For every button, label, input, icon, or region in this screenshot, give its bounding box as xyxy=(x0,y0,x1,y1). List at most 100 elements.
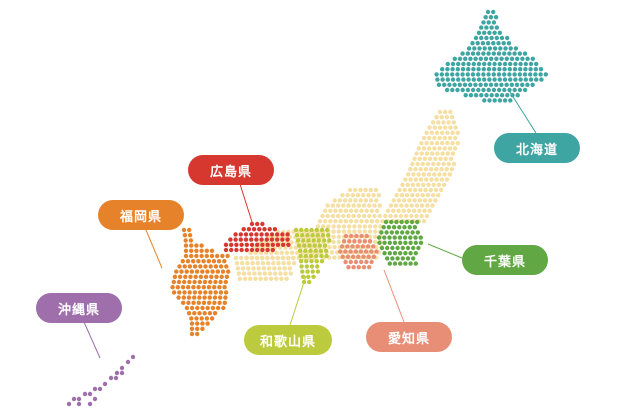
tohoku-dot xyxy=(448,125,453,130)
shikoku-dot xyxy=(261,266,267,271)
tohoku-dot xyxy=(425,193,431,198)
shikoku-dot xyxy=(283,271,288,276)
hokkaido-dot xyxy=(499,82,504,88)
fukuoka-dot xyxy=(199,253,204,259)
hokkaido-dot xyxy=(476,61,482,67)
hokkaido-dot xyxy=(470,72,476,77)
fukuoka-dot xyxy=(205,305,210,311)
hokkaido-dot xyxy=(509,82,514,88)
hokkaido-dot xyxy=(530,82,535,88)
fukuoka-dot xyxy=(213,264,219,269)
chubu-dot xyxy=(357,224,362,229)
label-wakayama[interactable]: 和歌山県 xyxy=(244,325,332,355)
shikoku-dot xyxy=(237,276,242,281)
hokkaido-dot xyxy=(439,72,444,77)
tohoku-dot xyxy=(427,208,432,213)
okinawa-dot xyxy=(125,359,131,365)
tohoku-dot xyxy=(424,151,430,156)
fukuoka-dot xyxy=(188,238,194,243)
hokkaido-dot xyxy=(450,77,456,82)
fukuoka-dot xyxy=(194,316,199,321)
label-chiba[interactable]: 千葉県 xyxy=(462,245,548,275)
hiroshima-dot xyxy=(254,237,259,242)
hiroshima-dot xyxy=(259,232,264,237)
hokkaido-dot xyxy=(502,51,507,56)
fukuoka-dot xyxy=(205,269,210,274)
tohoku-dot xyxy=(427,156,433,161)
hiroshima-dot xyxy=(269,232,275,237)
hiroshima-dot xyxy=(249,221,255,227)
wakayama-dot xyxy=(295,238,301,243)
fukuoka-dot xyxy=(183,243,189,248)
chubu-dot xyxy=(364,208,369,213)
wakayama-dot xyxy=(309,259,314,264)
aichi-dot xyxy=(359,259,364,265)
fukuoka-dot xyxy=(217,285,222,290)
aichi-dot xyxy=(356,265,361,270)
kinki-dot xyxy=(284,250,290,255)
leader-line-hiroshima xyxy=(239,183,253,223)
okinawa-dot xyxy=(76,401,82,407)
chubu-dot xyxy=(358,187,363,193)
hokkaido-dot xyxy=(512,72,517,77)
hiroshima-dot xyxy=(255,247,260,253)
hokkaido-dot xyxy=(492,46,498,51)
label-okinawa[interactable]: 沖縄県 xyxy=(36,293,122,323)
aichi-dot xyxy=(364,259,369,265)
chubu-dot xyxy=(330,213,336,219)
fukuoka-dot xyxy=(215,305,221,311)
chubu-dot xyxy=(332,245,337,250)
hokkaido-dot xyxy=(483,15,488,20)
shikoku-dot xyxy=(254,255,259,261)
label-hokkaido[interactable]: 北海道 xyxy=(494,133,580,163)
fukuoka-dot xyxy=(179,269,184,274)
okinawa-dot xyxy=(76,396,82,402)
hokkaido-dot xyxy=(456,77,461,82)
chubu-dot xyxy=(368,198,374,203)
hokkaido-dot xyxy=(481,87,486,93)
chubu-dot xyxy=(332,198,337,203)
hokkaido-dot xyxy=(494,35,499,41)
hokkaido-dot xyxy=(481,51,486,56)
hokkaido-dot xyxy=(523,61,528,67)
tohoku-dot xyxy=(441,182,447,187)
fukuoka-dot xyxy=(208,290,213,295)
label-aichi[interactable]: 愛知県 xyxy=(366,322,452,352)
shikoku-dot xyxy=(249,255,254,261)
tohoku-dot xyxy=(421,182,426,187)
shikoku-dot xyxy=(284,276,289,281)
hokkaido-dot xyxy=(508,98,513,103)
chiba-dot xyxy=(384,230,389,235)
tohoku-dot xyxy=(427,135,432,141)
hiroshima-dot xyxy=(264,237,269,242)
fukuoka-dot xyxy=(195,305,200,311)
hokkaido-dot xyxy=(491,20,497,25)
leader-line-chiba xyxy=(427,243,463,259)
fukuoka-dot xyxy=(176,279,182,285)
hokkaido-dot xyxy=(473,93,479,98)
wakayama-dot xyxy=(300,269,305,274)
hokkaido-dot xyxy=(496,41,501,46)
tohoku-dot xyxy=(396,208,401,213)
chubu-dot xyxy=(331,239,336,245)
chiba-dot xyxy=(400,245,405,251)
okinawa-dot xyxy=(71,396,77,402)
aichi-dot xyxy=(345,254,351,259)
label-hiroshima[interactable]: 広島県 xyxy=(188,155,274,185)
label-fukuoka[interactable]: 福岡県 xyxy=(98,200,184,230)
chiba-dot xyxy=(409,219,415,225)
leader-lines xyxy=(83,91,537,359)
fukuoka-dot xyxy=(185,259,191,264)
aichi-dot xyxy=(338,249,343,254)
fukuoka-dot xyxy=(197,311,202,316)
fukuoka-dot xyxy=(201,285,206,290)
chiba-dot xyxy=(387,240,392,245)
fukuoka-dot xyxy=(174,269,179,274)
aichi-dot xyxy=(345,244,350,249)
chiba-dot xyxy=(397,225,402,230)
tohoku-dot xyxy=(451,161,457,167)
tohoku-dot xyxy=(424,141,429,146)
wakayama-dot xyxy=(294,233,300,238)
fukuoka-dot xyxy=(189,243,194,248)
hokkaido-dot xyxy=(505,93,510,98)
